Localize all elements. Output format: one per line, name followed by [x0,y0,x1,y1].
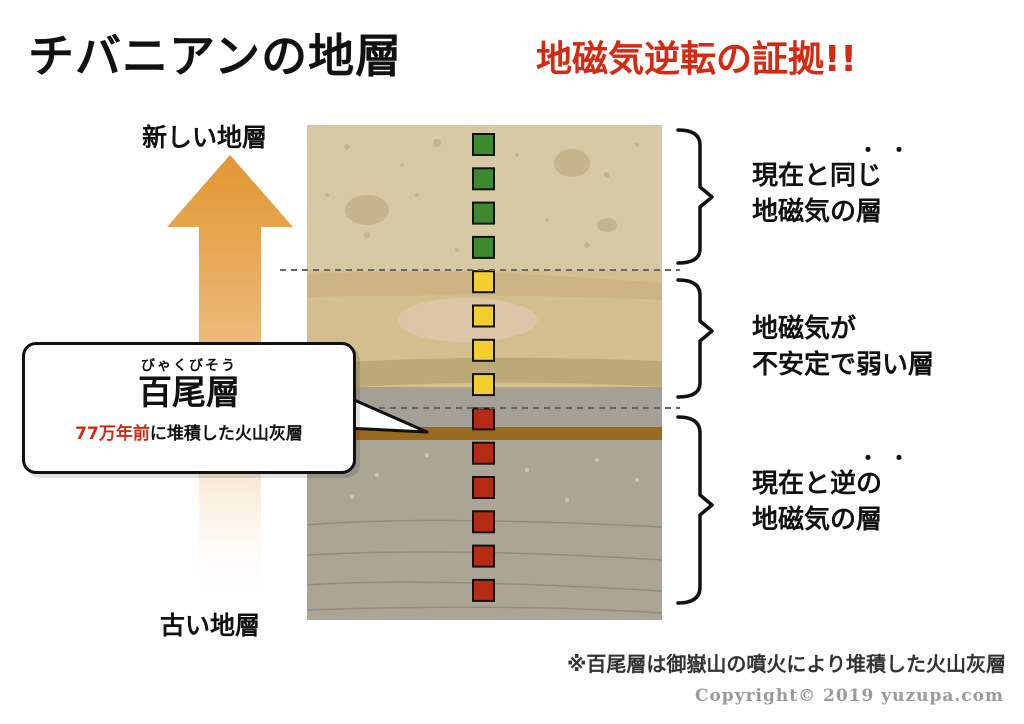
zone-upper-line2: 地磁気の層 [752,197,883,227]
callout-description: に堆積した火山灰層 [149,424,303,444]
zone-lower-line1: 現在と逆の [752,469,883,499]
callout-ruby: びゃくびそう [141,358,237,374]
magnetic-marker-reversed [472,510,495,534]
magnetic-marker-normal [472,133,495,156]
zone-middle-line2: 不安定で弱い層 [752,350,935,380]
magnetic-marker-unstable [472,373,495,397]
magnetic-marker-normal [472,201,495,225]
zone-description-middle: 地磁気が 不安定で弱い層 [752,311,934,383]
upper-layer-texture [325,139,639,252]
zone-upper-line1: 現在と同じ [752,161,883,191]
newer-strata-label: 新しい地層 [142,123,268,152]
callout-age: 77万年前 [75,424,150,444]
page-title: チバニアンの地層 [28,29,403,83]
callout-pointer-icon [345,394,429,434]
magnetic-marker-reversed [472,544,495,568]
magnetic-marker-normal [472,167,495,191]
zone-lower-line2: 地磁気の層 [752,505,883,535]
emphasis-dots-lower: ・・ [858,446,920,470]
ash-layer-callout: びゃくびそう 百尾層 77万年前に堆積した火山灰層 [22,342,356,474]
zone-middle-line1: 地磁気が [752,314,857,344]
zone-description-upper: 現在と同じ 地磁気の層 [752,158,882,230]
magnetic-marker-unstable [472,270,495,294]
zone-description-lower: 現在と逆の 地磁気の層 [752,466,882,538]
magnetic-marker-reversed [472,578,495,602]
page-subtitle: 地磁気逆転の証拠!! [536,39,857,80]
bracket-upper-icon [676,128,714,265]
callout-note: 77万年前に堆積した火山灰層 [25,419,353,444]
lower-layer-lines [307,519,662,614]
older-strata-label: 古い地層 [160,611,261,640]
magnetic-marker-reversed [472,476,495,499]
magnetic-marker-unstable [472,304,495,328]
footnote: ※百尾層は御嶽山の噴火により堆積した火山灰層 [566,652,1006,676]
emphasis-dots-upper: ・・ [858,138,920,162]
bracket-middle-icon [676,278,714,399]
zone-brackets [676,128,714,605]
magnetic-marker-reversed [472,441,495,465]
magnetic-markers [472,133,495,602]
callout-layer-name: 百尾層 [138,373,240,413]
magnetic-marker-unstable [472,338,495,362]
copyright: Copyright© 2019 yuzupa.com [694,686,1004,706]
bracket-lower-icon [676,415,714,605]
middle-layer-pocket [397,298,537,342]
magnetic-marker-normal [472,235,495,259]
